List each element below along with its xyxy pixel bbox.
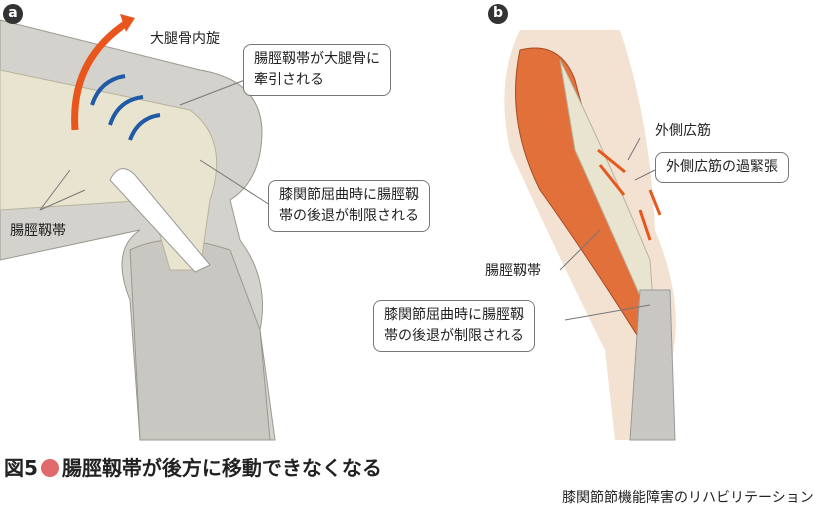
callout-restriction-b: 膝関節屈曲時に腸脛靱 帯の後退が制限される xyxy=(373,300,535,352)
tension-arrows xyxy=(597,148,662,241)
callout-line: 牽引される xyxy=(254,72,324,88)
itb-label-a: 腸脛靱帯 xyxy=(10,223,66,239)
panel-b-badge: b xyxy=(488,4,508,24)
source-credit: 膝関節節機能障害のリハビリテーション xyxy=(562,490,814,506)
leg-illustration-b xyxy=(504,30,676,441)
figure-caption: 図5 腸脛靱帯が後方に移動できなくなる xyxy=(4,452,382,481)
rotation-label: 大腿骨内旋 xyxy=(150,31,220,47)
itb-label-b: 腸脛靱帯 xyxy=(485,263,541,279)
callout-line: 帯の後退が制限される xyxy=(279,208,419,224)
callout-traction: 腸脛靱帯が大腿骨に 牽引される xyxy=(243,44,391,96)
caption-dot-icon xyxy=(40,459,59,477)
panel-a-badge: a xyxy=(3,4,23,24)
caption-title: 腸脛靱帯が後方に移動できなくなる xyxy=(61,456,382,480)
callout-restriction-a: 膝関節屈曲時に腸脛靱 帯の後退が制限される xyxy=(268,180,430,232)
callout-tension: 外側広筋の過緊張 xyxy=(655,152,789,183)
callout-line: 帯の後退が制限される xyxy=(384,328,524,344)
figure-number: 図5 xyxy=(4,456,38,480)
callout-line: 膝関節屈曲時に腸脛靱 xyxy=(384,307,524,323)
vastus-label: 外側広筋 xyxy=(655,123,711,139)
rotation-arrow xyxy=(71,19,130,131)
callout-line: 腸脛靱帯が大腿骨に xyxy=(254,51,380,67)
knee-illustration-a xyxy=(0,14,276,441)
traction-arrows xyxy=(90,74,161,141)
callout-line: 膝関節屈曲時に腸脛靱 xyxy=(279,187,419,203)
